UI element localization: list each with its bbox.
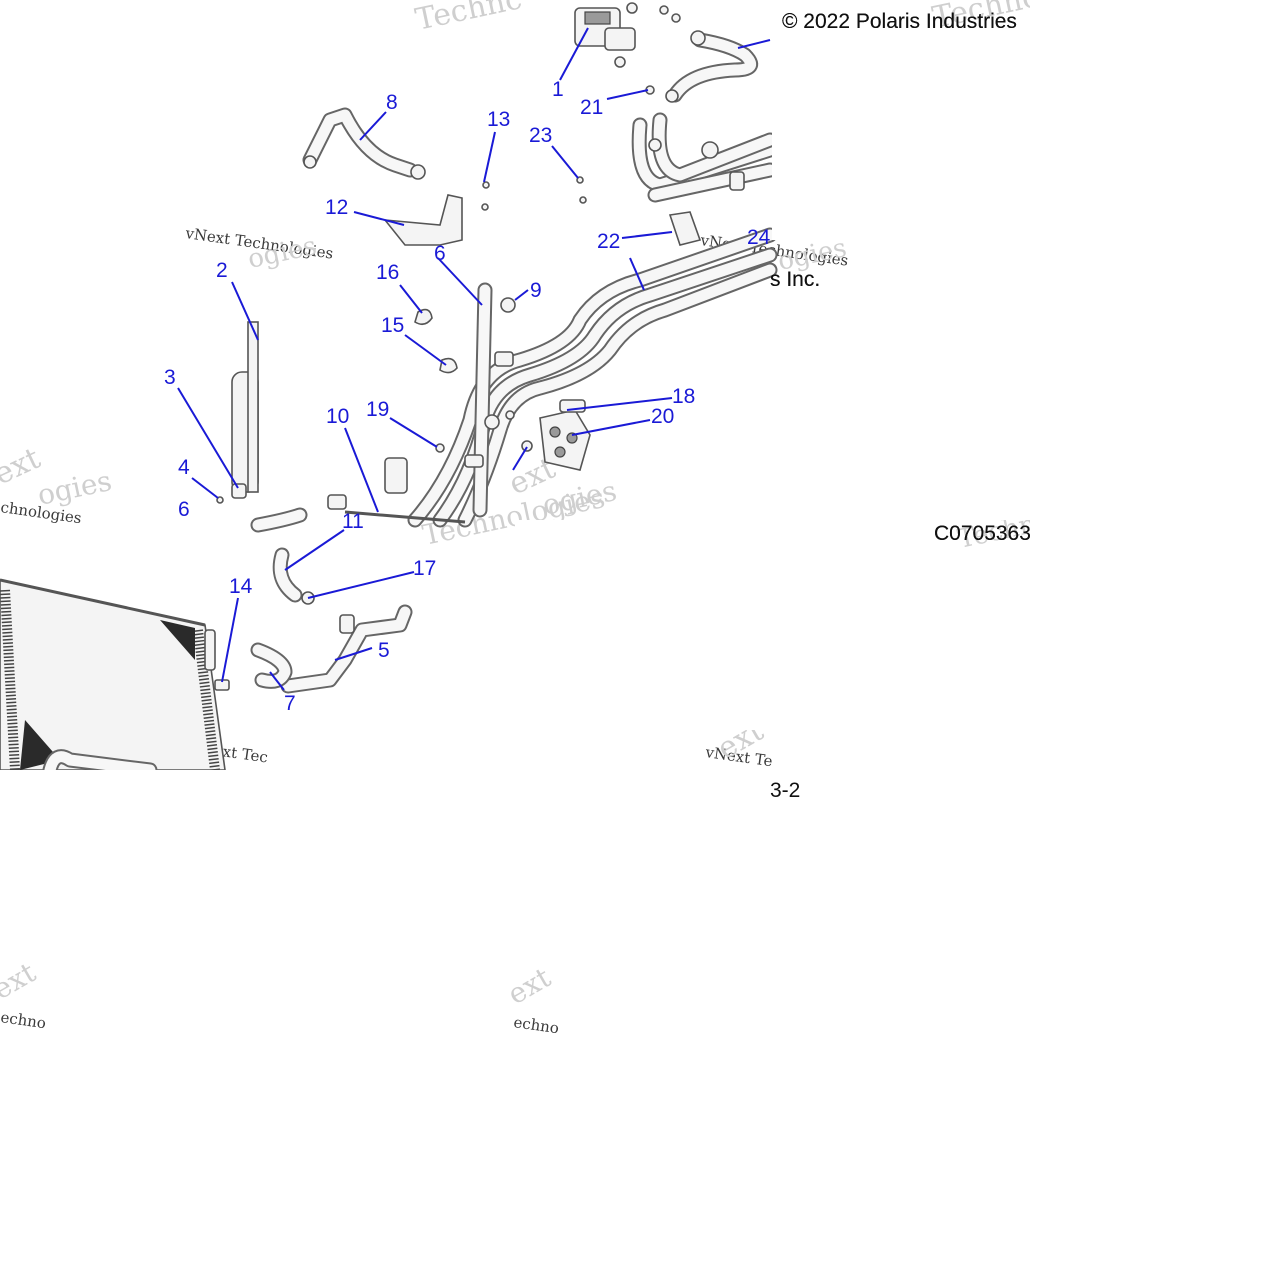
callout-2: 2 <box>216 259 228 282</box>
part-3-clamp <box>231 483 247 499</box>
part-clamp <box>665 89 679 103</box>
copyright-notice: © 2022 Polaris Industries <box>782 10 1017 33</box>
callout-19: 19 <box>366 398 389 421</box>
callout-18: 18 <box>672 385 695 408</box>
leader-lines <box>177 27 771 691</box>
callout-21: 21 <box>580 96 603 119</box>
part-15-clamp <box>439 357 458 374</box>
part-clamp <box>690 30 706 46</box>
copyright-tail-overlay: s Inc. <box>770 268 820 291</box>
part-4-screw <box>216 496 224 504</box>
page-reference-overlay: 3-2 <box>770 779 800 802</box>
part-10-clip <box>384 457 408 494</box>
callout-1: 1 <box>552 78 564 101</box>
copyright-tail: s Inc. <box>770 268 820 291</box>
part-22-bracket <box>668 211 702 246</box>
part-1-assembly <box>574 2 638 68</box>
callout-14: 14 <box>229 575 253 598</box>
part-10-rod <box>344 510 466 524</box>
callout-10: 10 <box>326 405 349 428</box>
part-16-clamp <box>414 308 433 326</box>
part-19-screw <box>435 443 445 453</box>
callout-7: 7 <box>284 692 296 715</box>
callout-13: 13 <box>487 108 510 131</box>
drawing-number-overlay: C0705363 <box>934 522 1031 545</box>
callout-12: 12 <box>325 196 348 219</box>
callout-23: 23 <box>529 124 552 147</box>
callout-4: 4 <box>178 456 190 479</box>
callout-9: 9 <box>530 279 542 302</box>
part-radiator <box>0 578 230 778</box>
part-bolt <box>671 13 681 23</box>
callout-20: 20 <box>651 405 674 428</box>
callout-16: 16 <box>376 261 399 284</box>
callout-22: 22 <box>597 230 620 253</box>
callout-24: 24 <box>747 226 771 249</box>
copyright-overlay: © 2022 Polaris Industries <box>782 10 1017 33</box>
callout-11: 11 <box>342 510 364 533</box>
watermark-top: Technc <box>412 0 525 38</box>
callout-8: 8 <box>386 91 398 114</box>
part-bolt <box>659 5 669 15</box>
part-clamp <box>701 141 719 159</box>
drawing-number: C0705363 <box>934 522 1031 545</box>
part-9-clamp <box>500 297 516 313</box>
parts-artwork <box>0 2 778 778</box>
callout-5: 5 <box>378 639 390 662</box>
callouts: 1 2 3 4 5 6 7 8 9 10 11 12 13 14 15 16 1… <box>164 78 771 715</box>
part-12-bracket <box>383 194 463 246</box>
part-20-plate <box>539 409 591 471</box>
callout-6-upper: 6 <box>434 242 446 265</box>
part-2-mount <box>247 321 259 493</box>
callout-15: 15 <box>381 314 404 337</box>
callout-6: 6 <box>178 498 190 521</box>
callout-17: 17 <box>413 557 436 580</box>
callout-3: 3 <box>164 366 176 389</box>
